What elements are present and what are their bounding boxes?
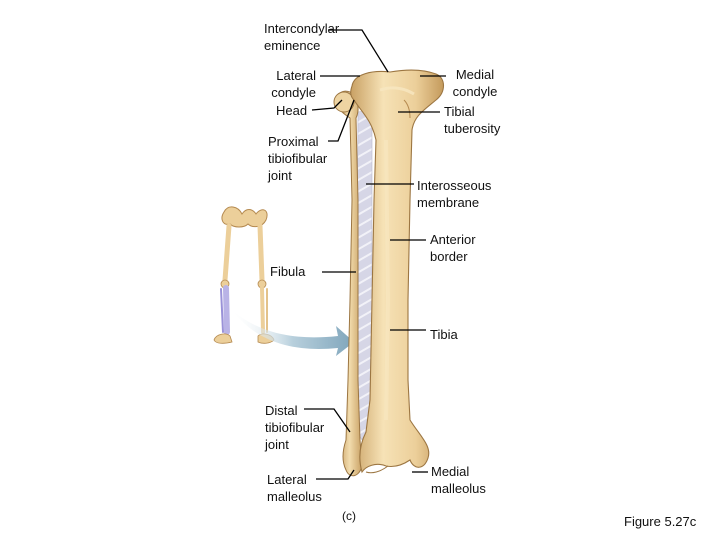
- leader-lines: [304, 29, 446, 480]
- label-fibula: Fibula: [270, 264, 306, 279]
- label-intercondylar-eminence: Intercondylar eminence: [264, 21, 340, 53]
- tibia-bone: [350, 69, 445, 474]
- label-anterior-border: Anterior border: [430, 232, 476, 264]
- leader-head: [311, 99, 343, 111]
- label-distal-tibiofibular-joint: Distal tibiofibular joint: [265, 403, 325, 452]
- leader-lateral-malleolus: [316, 469, 355, 480]
- label-medial-condyle: Medial condyle: [452, 67, 498, 99]
- label-lateral-malleolus: Lateral malleolus: [267, 472, 322, 504]
- lower-limb-skeleton-icon: [213, 206, 275, 344]
- fibula-bone: [333, 90, 363, 477]
- panel-label: (c): [342, 509, 356, 523]
- figure-caption: Figure 5.27c: [624, 514, 697, 529]
- label-interosseous-membrane: Interosseous membrane: [417, 178, 492, 210]
- label-lateral-condyle: Lateral condyle: [271, 68, 316, 100]
- leader-distal-joint: [304, 408, 351, 433]
- label-medial-malleolus: Medial malleolus: [431, 464, 486, 496]
- label-tibia: Tibia: [430, 327, 458, 342]
- leader-intercondylar-eminence: [328, 29, 389, 73]
- leader-proximal-joint: [328, 99, 355, 142]
- label-proximal-tibiofibular-joint: Proximal tibiofibular joint: [268, 134, 328, 183]
- label-tibial-tuberosity: Tibial tuberosity: [444, 104, 501, 136]
- zoom-arrow-icon: [232, 310, 354, 356]
- label-head: Head: [276, 103, 308, 118]
